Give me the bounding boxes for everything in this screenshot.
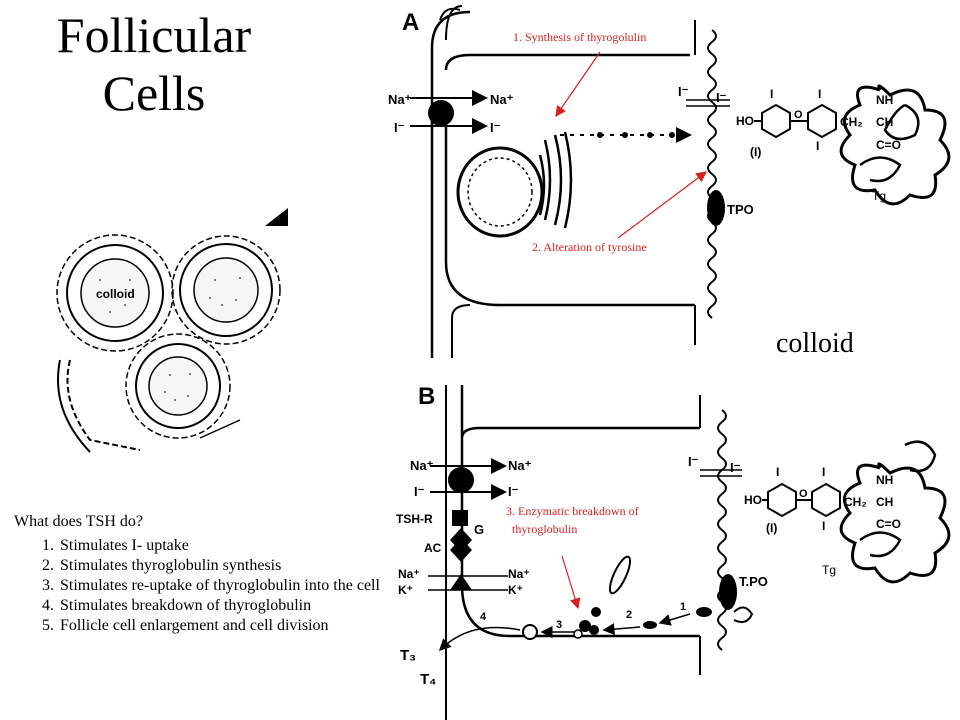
annotation-breakdown-line1: 3. Enzymatic breakdown of — [506, 504, 639, 518]
na-label-b-right: Na⁺ — [508, 458, 532, 473]
i-label-a-left: I⁻ — [394, 120, 405, 135]
tsh-question-box: What does TSH do? Stimulates I- uptakeSt… — [14, 512, 404, 636]
ch-label-a: CH — [876, 115, 893, 129]
iodine-a-1: I — [770, 87, 773, 101]
i-label-b-left: I⁻ — [414, 484, 425, 499]
thyroglobulin-coil-b — [839, 462, 951, 584]
tsh-effect-item: Follicle cell enlargement and cell divis… — [58, 616, 404, 636]
follicle-drawing: colloid — [56, 208, 288, 453]
i-membrane-b: I⁻ — [688, 454, 699, 469]
i-label-b-right: I⁻ — [508, 484, 519, 499]
na-label-b-left: Na⁺ — [410, 458, 434, 473]
follicle-1 — [66, 244, 164, 342]
apical-membrane-b — [717, 409, 727, 651]
apical-membrane-a — [707, 29, 717, 319]
step-3-label: 3 — [556, 619, 562, 631]
annotation-breakdown-line2: thyroglobulin — [512, 522, 578, 536]
co-label-b: C=O — [876, 517, 901, 531]
step-1-label: 1 — [680, 601, 686, 613]
na-k-right-k: K⁺ — [508, 583, 523, 597]
follicle-3 — [135, 343, 221, 429]
nucleus-a — [456, 146, 544, 238]
na-label-a-right: Na⁺ — [490, 92, 514, 107]
panel-a-letter: A — [402, 9, 419, 36]
title-line-1: Follicular — [56, 7, 252, 63]
na-label-a-left: Na⁺ — [388, 92, 412, 107]
thyroglobulin-coil-a — [839, 84, 951, 206]
tsh-effect-item: Stimulates I- uptake — [58, 536, 404, 556]
iodine-b-1: I — [776, 465, 779, 479]
g-label: G — [474, 522, 484, 537]
tsh-r-label: TSH-R — [396, 512, 433, 526]
colloid-label: colloid — [776, 328, 854, 359]
iodine-a-2: I — [818, 87, 821, 101]
step-2-label: 2 — [626, 609, 632, 621]
ho-label-a: HO — [736, 114, 754, 128]
i-colloid-a: I⁻ — [716, 90, 727, 105]
annotation-tyrosine: 2. Alteration of tyrosine — [532, 240, 647, 254]
tg-label-b: Tg — [822, 563, 836, 577]
tsh-effect-item: Stimulates re-uptake of thyroglobulin in… — [58, 576, 404, 596]
na-k-right-na: Na⁺ — [508, 567, 530, 581]
svg-text:O: O — [794, 109, 803, 121]
i-membrane-a: I⁻ — [678, 84, 689, 99]
colloid-text-drawing: colloid — [96, 287, 135, 301]
tpo-label-a: TPO — [727, 202, 754, 217]
na-k-pump — [450, 574, 472, 590]
iodine-b-2: I — [822, 465, 825, 479]
panel-b: B Na⁺ Na⁺ I⁻ I⁻ TSH-R G AC Na⁺ K⁺ Na⁺ K⁺ — [396, 383, 951, 720]
iodine-paren-a: (I) — [750, 145, 761, 159]
thyroxine-structure-a: O HO I I I (I) CH₂ NH CH C=O Tg — [736, 87, 901, 203]
cell-b-outline — [460, 385, 700, 439]
slide-title: Follicular Cells — [24, 6, 284, 122]
iodine-paren-b: (I) — [766, 521, 777, 535]
tsh-receptor — [452, 510, 468, 526]
i-label-a-right: I⁻ — [490, 120, 501, 135]
symporter-a — [428, 100, 454, 126]
golgi-a — [538, 131, 573, 229]
i-colloid-b: I⁻ — [730, 460, 741, 475]
symporter-b — [448, 467, 474, 493]
tpo-label-b: T.PO — [739, 574, 768, 589]
nh-label-a: NH — [876, 93, 893, 107]
title-line-2: Cells — [102, 65, 206, 121]
svg-text:O: O — [799, 488, 808, 500]
tpo-enzyme-b — [719, 574, 737, 610]
panel-a: A Na⁺ Na⁺ I⁻ I⁻ I⁻ I⁻ — [388, 5, 951, 358]
cell-a-outline — [444, 120, 695, 307]
iodine-a-3: I — [816, 139, 819, 153]
step-4-label: 4 — [480, 611, 487, 623]
follicle-2 — [179, 243, 273, 337]
t3-label: T₃ — [400, 647, 416, 664]
annotation-synthesis: 1. Synthesis of thyrogolulin — [513, 30, 647, 44]
endocytic-vesicle — [608, 555, 632, 595]
ch-label-b: CH — [876, 495, 893, 509]
nh-label-b: NH — [876, 473, 893, 487]
co-label-a: C=O — [876, 138, 901, 152]
tsh-effects-list: Stimulates I- uptakeStimulates thyroglob… — [14, 536, 404, 636]
na-k-left-na: Na⁺ — [398, 567, 420, 581]
ch2-label-b: CH₂ — [844, 495, 867, 509]
thyroxine-structure-b: O HO I I I (I) CH₂ NH CH C=O Tg — [744, 465, 901, 577]
panel-b-letter: B — [418, 383, 435, 410]
ho-label-b: HO — [744, 493, 762, 507]
t4-label: T₄ — [420, 671, 436, 688]
ac-label: AC — [424, 541, 442, 555]
tsh-effect-item: Stimulates thyroglobulin synthesis — [58, 556, 404, 576]
tsh-question: What does TSH do? — [14, 513, 144, 530]
tsh-effect-item: Stimulates breakdown of thyroglobulin — [58, 596, 404, 616]
iodine-b-3: I — [822, 519, 825, 533]
na-k-left-k: K⁺ — [398, 583, 413, 597]
tpo-enzyme-a — [707, 190, 725, 226]
